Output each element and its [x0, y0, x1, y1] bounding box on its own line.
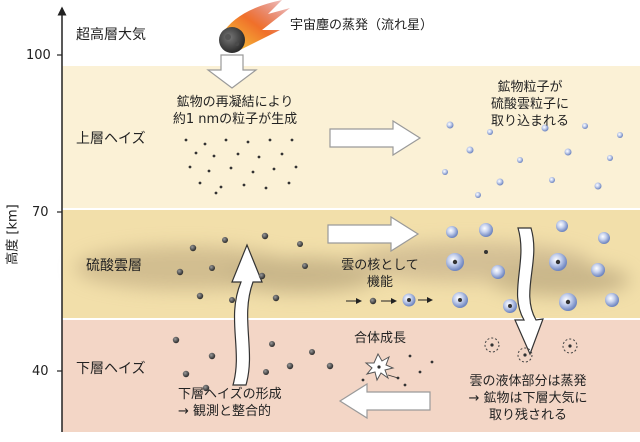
meteor-down-arrow	[206, 54, 258, 89]
nuclei-line-1: 雲の核として	[341, 258, 419, 273]
meteor-icon	[219, 0, 290, 53]
mineral-particles-cloud	[176, 232, 308, 303]
nucleation-sequence	[346, 293, 433, 307]
mineral-particles-lower	[172, 336, 334, 392]
layer-cloud: 硫酸雲層	[86, 258, 142, 274]
recondense-line-2: 約1 nmの粒子が生成	[172, 112, 298, 127]
meteor-caption: 宇宙塵の蒸発（流れ星）	[290, 18, 434, 33]
capture-line-3: 取り込まれる	[490, 114, 569, 129]
evap-line-3: 取り残される	[488, 408, 567, 423]
evap-line-2: → 鉱物は下層大気に	[468, 391, 588, 406]
axis-tick-100: 100	[26, 48, 51, 63]
axis-title: 高度 [km]	[5, 204, 21, 265]
upper-right-arrow	[329, 119, 422, 157]
formation-line-2: → 観測と整合的	[178, 404, 272, 419]
evaporation-caption: 雲の液体部分は蒸発 → 鉱物は下層大気に 取り残される	[453, 373, 603, 424]
residual-minerals	[490, 343, 572, 357]
cloud-right-arrow	[327, 215, 420, 253]
droplets-upper	[442, 121, 623, 198]
evap-line-1: 雲の液体部分は蒸発	[469, 374, 587, 389]
cloud-droplets	[446, 220, 619, 313]
capture-caption: 鉱物粒子が 硫酸雲粒子に 取り込まれる	[470, 79, 590, 130]
recondense-line-1: 鉱物の再凝結により	[176, 95, 294, 110]
lower-left-arrow	[338, 382, 431, 420]
coalescence-burst	[361, 352, 434, 387]
layer-upper-atmosphere: 超高層大気	[76, 27, 146, 43]
layer-upper-haze: 上層ヘイズ	[76, 131, 146, 147]
axis-tick-40: 40	[32, 364, 49, 379]
downward-curvy-arrow	[514, 227, 544, 356]
layer-lower-haze: 下層ヘイズ	[76, 361, 146, 377]
upward-curvy-arrow	[231, 243, 263, 386]
evaporated-droplets	[484, 337, 578, 363]
nuclei-line-2: 機能	[366, 275, 393, 290]
capture-line-2: 硫酸雲粒子に	[490, 97, 569, 112]
nanoparticles-upper	[184, 138, 298, 195]
capture-line-1: 鉱物粒子が	[497, 80, 563, 95]
formation-line-1: 下層ヘイズの形成	[178, 387, 282, 402]
formation-caption: 下層ヘイズの形成 → 観測と整合的	[178, 386, 282, 420]
recondense-caption: 鉱物の再凝結により 約1 nmの粒子が生成	[160, 94, 310, 128]
nuclei-caption: 雲の核として 機能	[330, 257, 430, 291]
coalescence-caption: 合体成長	[354, 331, 407, 346]
axis-tick-70: 70	[32, 205, 49, 220]
band-lower-haze	[62, 320, 640, 432]
